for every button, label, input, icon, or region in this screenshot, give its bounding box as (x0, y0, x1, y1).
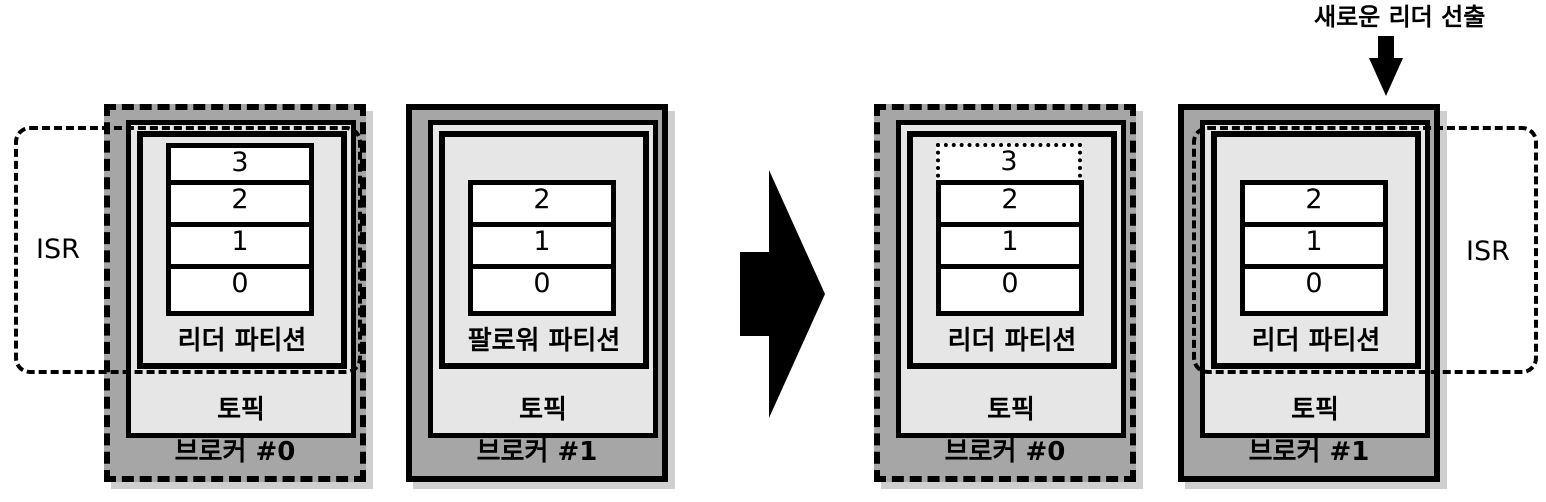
topic-box: 2 1 0 팔로워 파티션 토픽 (428, 120, 658, 438)
transition-arrow-icon (740, 170, 825, 418)
after-broker-0: 3 2 1 0 리더 파티션 토픽 브로커 #0 (874, 104, 1136, 482)
offset-record: 0 (1240, 264, 1388, 316)
offset-record: 0 (166, 264, 314, 316)
broker-label: 브로커 #0 (944, 437, 1066, 467)
topic-label: 토픽 (217, 395, 265, 425)
before-broker-0: 3 2 1 0 리더 파티션 토픽 브로커 #0 (104, 104, 366, 482)
broker-label: 브로커 #1 (1248, 437, 1370, 467)
before-broker-1: 2 1 0 팔로워 파티션 토픽 브로커 #1 (406, 104, 668, 482)
topic-label: 토픽 (987, 395, 1035, 425)
topic-box: 3 2 1 0 리더 파티션 토픽 (896, 120, 1126, 438)
new-leader-partition: 2 1 0 리더 파티션 (1211, 131, 1421, 369)
leader-partition: 3 2 1 0 리더 파티션 (907, 131, 1117, 369)
partition-label: 리더 파티션 (177, 326, 307, 356)
isr-boundary (14, 126, 362, 374)
partition-label: 리더 파티션 (1251, 326, 1381, 356)
leader-partition: 3 2 1 0 리더 파티션 (137, 131, 347, 369)
isr-label: ISR (36, 234, 80, 265)
topic-label: 토픽 (519, 395, 567, 425)
broker-label: 브로커 #1 (476, 437, 598, 467)
down-arrow-icon (1369, 36, 1403, 96)
follower-partition: 2 1 0 팔로워 파티션 (439, 131, 649, 369)
partition-label: 리더 파티션 (947, 326, 1077, 356)
topic-box: 2 1 0 리더 파티션 토픽 (1200, 120, 1430, 438)
isr-label: ISR (1466, 236, 1510, 267)
after-broker-1: 2 1 0 리더 파티션 토픽 브로커 #1 (1178, 104, 1440, 482)
isr-boundary (1192, 126, 1538, 374)
topic-box: 3 2 1 0 리더 파티션 토픽 (126, 120, 356, 438)
partition-label: 팔로워 파티션 (467, 326, 621, 356)
new-leader-caption: 새로운 리더 선출 (1314, 3, 1486, 31)
topic-label: 토픽 (1291, 395, 1339, 425)
offset-record: 0 (936, 264, 1084, 316)
broker-label: 브로커 #0 (174, 437, 296, 467)
offset-record: 0 (468, 264, 616, 316)
